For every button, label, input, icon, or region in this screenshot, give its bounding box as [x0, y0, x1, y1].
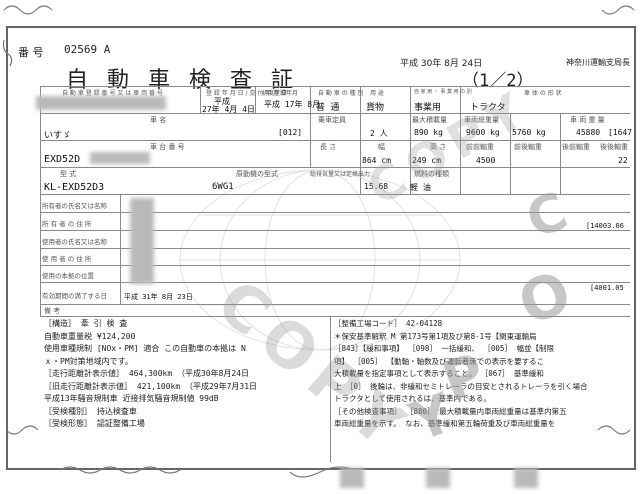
row4-label-fuel: 燃料の種類 — [414, 170, 449, 178]
row3-label-rr-axle: 後後軸重 — [600, 143, 628, 151]
total-weight: 9600 kg — [466, 128, 500, 137]
issuer: 神奈川運輸支局長 — [566, 58, 630, 67]
reg-era: 平成 — [214, 97, 230, 106]
model-code: KL-EXD52D3 — [44, 182, 105, 193]
displacement: 15.68 — [364, 182, 389, 191]
fuel-type: 軽 油 — [410, 183, 431, 192]
row3-label-width: 幅 — [378, 143, 385, 151]
remark-right-line: トラクタとして使用されるは、基準内である。 — [334, 394, 491, 403]
row4-label-displacement: 総排気量又は定格出力 — [310, 171, 371, 178]
row3-label-chassis: 車 台 番 号 — [150, 143, 185, 151]
remark-right-line: ［その他検査事項］ ［880］ 最大積載量内車両総重量は基準内第五 — [334, 406, 567, 416]
owner-code-1: [14003.06 — [586, 222, 624, 230]
expiry-label: 有効期間の満了する日 — [42, 292, 107, 300]
row4-label-model: 型 式 — [60, 170, 77, 178]
remark-left-line: ｘ・PM対策地域内です。 — [44, 356, 133, 366]
maker-code: [012] — [278, 128, 303, 137]
row1-label-type: 自 動 車 の 種 別 — [318, 90, 364, 97]
length: 864 cm — [362, 156, 391, 165]
footer-redacted-1 — [340, 468, 364, 488]
max-load: 890 kg — [414, 128, 443, 137]
user-name-label: 使用者の氏名又は名称 — [42, 238, 107, 246]
remark-left-line: 平成13年騒音規制車 近接排気騒音規制値 99dB — [44, 394, 219, 403]
remark-left-line: ［構造］ 牽 引 検 査 — [44, 319, 128, 328]
remark-right-line: 項】 ［005］ 【動軸・軸数及び運転者席での表示を要するこ — [334, 356, 545, 366]
width: 249 cm — [412, 156, 441, 165]
body-shape: トラクタ — [470, 103, 506, 113]
owner-code-2: [4001.05 — [590, 284, 624, 292]
row1-label-first-reg: 初度登録年月 — [262, 90, 299, 97]
row3-label-length: 長 さ — [320, 143, 337, 151]
owner-name-label: 所有者の氏名又は名称 — [42, 202, 107, 210]
reg-date: 27年 4月 4日 — [202, 105, 255, 114]
vehicle-weight: 5760 kg — [512, 128, 546, 137]
number-value: 02569 A — [64, 43, 111, 56]
remark-left-line: 使用車種規制 [NOx・PM] 適合 この自動車の本拠は N — [44, 344, 246, 353]
remarks-right: ［整備工場コード］ 42-04128 ＊保安基準解釈 M 第173号第1項及び第… — [334, 318, 630, 431]
expiry-date: 平成 31年 8月 23日 — [124, 293, 193, 301]
owner-redacted — [130, 198, 154, 284]
chassis-number: EXD52D — [44, 154, 81, 165]
row2-label-total: 車両総重量 — [464, 116, 499, 124]
watermark-globe-icon — [179, 169, 461, 351]
remark-right-line: 上 ［0］ 後輪は、非緩和セミトレーラの目安とされるトレーラを引く場合 — [334, 381, 588, 391]
vehicle-weight-3: [1647 — [608, 128, 633, 137]
document-frame — [6, 26, 636, 470]
vehicle-weight-2: 45880 — [576, 128, 601, 137]
engine-model: 6WG1 — [212, 182, 234, 192]
row1-label-use: 用 途 — [370, 90, 384, 97]
remark-left-line: ［受検種別］ 持込検査車 — [44, 406, 137, 416]
row2-label-max-load: 最大積載量 — [412, 116, 447, 124]
row1-label-body: 車 体 の 形 状 — [524, 90, 562, 97]
row3-label-rf-axle: 後前軸重 — [562, 143, 590, 151]
user-address-label: 使 用 者 の 住 所 — [42, 255, 92, 263]
footer-redacted-2 — [426, 468, 450, 488]
height: 4500 — [476, 156, 496, 165]
remark-left-line: ［走行距離計表示値］ 464,300km （平成30年8月24日 — [44, 369, 250, 378]
remarks-label: 備 考 — [44, 307, 61, 315]
business-use: 事業用 — [414, 103, 442, 113]
remark-left-line: 自動車重量税 ¥124,200 — [44, 331, 136, 341]
remark-left-line: ［受検形態］ 認証整備工場 — [44, 419, 145, 428]
row3-label-ff-axle: 前前軸重 — [466, 143, 494, 151]
vehicle-use: 貨物 — [366, 103, 385, 113]
row4-label-engine: 原動機の型式 — [236, 170, 278, 178]
row2-label-capacity: 乗車定員 — [318, 116, 346, 124]
issue-date: 平成 30年 8月 24日 — [400, 59, 483, 69]
capacity: 2 人 — [370, 129, 388, 138]
base-location-label: 使用の本拠の位置 — [42, 272, 94, 280]
remark-left-line: ［旧走行距離計表示値］ 421,100km （平成29年7月31日 — [44, 381, 258, 391]
rear-axle: 22 — [618, 156, 628, 165]
row1-label-reg-date: 登 録 年 月 日 / 交 付 年 月 日 — [206, 90, 288, 97]
remarks-left: ［構造］ 牽 引 検 査 自動車重量税 ¥124,200 使用車種規制 [NOx… — [44, 318, 328, 431]
first-reg: 平成 17年 8月 — [264, 100, 321, 109]
row1-label-reg-number: 自 動 車 登 録 番 号 又 は 車 両 番 号 — [62, 90, 163, 97]
maker: いすゞ — [44, 131, 72, 141]
row3-label-fr-axle: 前後軸重 — [514, 143, 542, 151]
remark-right-line: 大積載量を指定事項として表示すること。 ［067］ 基準緩和 — [334, 369, 544, 378]
reg-number-redacted — [36, 96, 166, 110]
remark-right-line: ［整備工場コード］ 42-04128 — [334, 319, 443, 328]
owner-address-label: 所 有 者 の 住 所 — [42, 220, 92, 228]
footer-redacted-3 — [514, 468, 538, 488]
remark-right-line: ［843］【緩和事項】 ［098］ 一括緩和、 ［005］ 幅並【制限 — [334, 344, 554, 353]
row1-label-business: 自 家 用 ・ 事 業 用 の 別 — [414, 89, 472, 95]
vehicle-type: 普 通 — [316, 103, 340, 113]
row3-label-height: 高 さ — [430, 143, 447, 151]
number-label: 番 号 — [18, 46, 44, 59]
remark-right-line: 車両総重量を示す。 なお、基準緩和第五輪荷重及び車両総重量を — [334, 419, 556, 428]
row2-label-maker: 車 名 — [150, 116, 167, 124]
chassis-redacted — [90, 152, 150, 164]
row2-label-weight: 車 両 重 量 — [570, 116, 605, 124]
remark-right-line: ＊保安基準解釈 M 第173号第1項及び第8-1号【関東運輸局 — [334, 331, 537, 341]
